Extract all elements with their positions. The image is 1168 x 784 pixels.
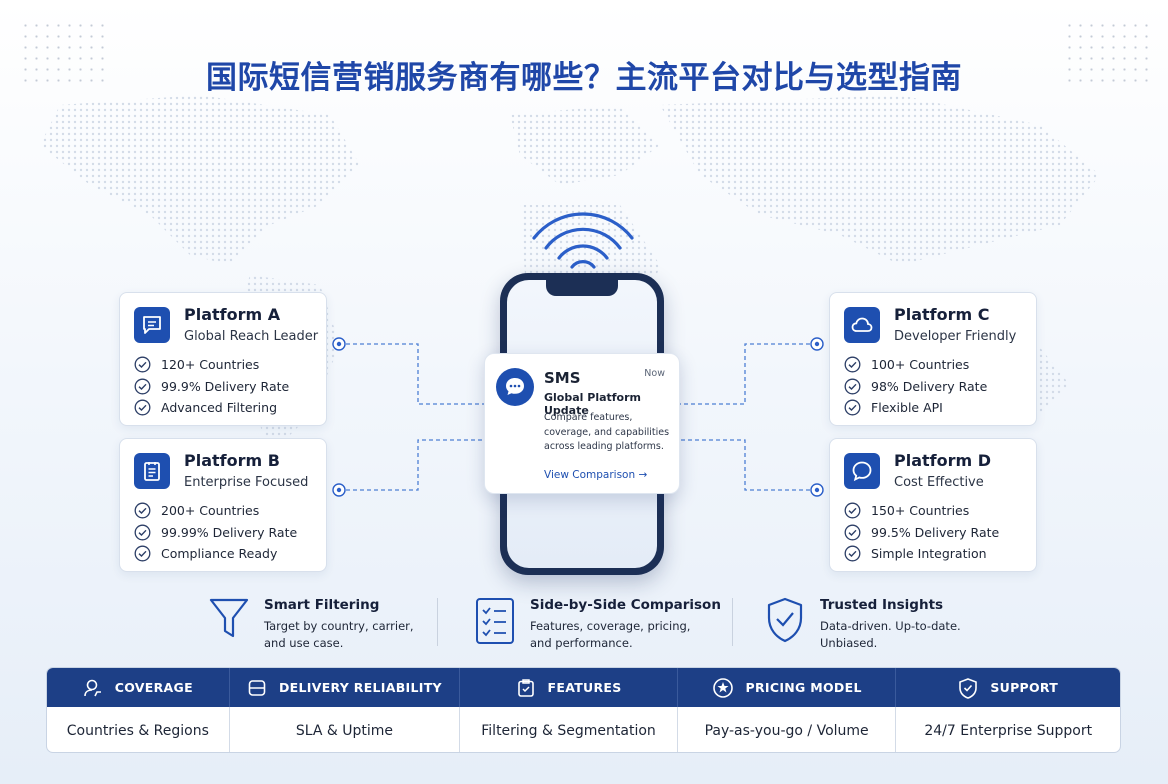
dot-pattern-left bbox=[20, 20, 110, 90]
sms-heading: Global Platform Update bbox=[544, 391, 641, 417]
table-header-coverage: COVERAGE bbox=[47, 668, 230, 707]
view-comparison-link[interactable]: View Comparison → bbox=[544, 469, 648, 481]
shield-check-icon bbox=[767, 597, 803, 643]
table-header-delivery: DELIVERY RELIABILITY bbox=[230, 668, 461, 707]
user-location-icon bbox=[83, 679, 101, 696]
feature-item: Flexible API bbox=[844, 397, 987, 419]
sms-time: Now bbox=[644, 368, 665, 379]
platform-subtitle: Enterprise Focused bbox=[184, 475, 309, 490]
platform-subtitle: Global Reach Leader bbox=[184, 329, 319, 344]
dot-pattern-right bbox=[1064, 20, 1154, 90]
platform-card-c[interactable]: Platform C Developer Friendly 100+ Count… bbox=[829, 292, 1037, 426]
check-circle-icon bbox=[134, 356, 151, 373]
feature-item: 150+ Countries bbox=[844, 500, 999, 522]
check-circle-icon bbox=[844, 399, 861, 416]
feature-item: 120+ Countries bbox=[134, 354, 289, 376]
page-title: 国际短信营销服务商有哪些？主流平台对比与选型指南 bbox=[206, 60, 962, 96]
feature-divider bbox=[437, 598, 438, 646]
sms-label: SMS bbox=[544, 369, 581, 387]
feature-item: Advanced Filtering bbox=[134, 397, 289, 419]
check-circle-icon bbox=[134, 502, 151, 519]
clipboard-icon bbox=[517, 678, 534, 697]
wireless-signal-icon bbox=[532, 212, 634, 269]
check-circle-icon bbox=[134, 524, 151, 541]
sms-notification-card[interactable]: SMS Now Global Platform Update Compare f… bbox=[484, 353, 680, 494]
check-circle-icon bbox=[844, 378, 861, 395]
table-cell: Countries & Regions bbox=[47, 707, 230, 752]
platform-name: Platform C bbox=[894, 305, 990, 324]
platform-card-d[interactable]: Platform D Cost Effective 150+ Countries… bbox=[829, 438, 1037, 572]
check-circle-icon bbox=[134, 545, 151, 562]
platform-card-a[interactable]: Platform A Global Reach Leader 120+ Coun… bbox=[119, 292, 327, 426]
feature-trusted-insights: Trusted Insights Data-driven. Up-to-date… bbox=[764, 596, 984, 656]
check-circle-icon bbox=[844, 356, 861, 373]
check-circle-icon bbox=[134, 378, 151, 395]
platform-subtitle: Developer Friendly bbox=[894, 329, 1017, 344]
cloud-icon bbox=[844, 307, 880, 343]
table-cell: Filtering & Segmentation bbox=[460, 707, 678, 752]
feature-item: 99.99% Delivery Rate bbox=[134, 522, 297, 544]
table-cell: 24/7 Enterprise Support bbox=[924, 722, 1093, 739]
feature-item: 100+ Countries bbox=[844, 354, 987, 376]
pricing-badge-icon bbox=[712, 677, 733, 698]
table-cell: Pay-as-you-go / Volume bbox=[678, 707, 897, 752]
table-row: Countries & Regions SLA & Uptime Filteri… bbox=[47, 707, 1120, 752]
shield-check-icon bbox=[959, 677, 978, 699]
feature-item: 200+ Countries bbox=[134, 500, 297, 522]
table-header-features: FEATURES bbox=[460, 668, 678, 707]
database-icon bbox=[248, 679, 266, 696]
table-header-support: SUPPORT bbox=[896, 668, 1120, 707]
document-list-icon bbox=[134, 453, 170, 489]
table-cell: SLA & Uptime bbox=[230, 707, 461, 752]
feature-item: Compliance Ready bbox=[134, 543, 297, 565]
check-circle-icon bbox=[844, 502, 861, 519]
check-circle-icon bbox=[844, 524, 861, 541]
feature-item: 99.9% Delivery Rate bbox=[134, 376, 289, 398]
check-circle-icon bbox=[844, 545, 861, 562]
feature-side-by-side: Side-by-Side Comparison Features, covera… bbox=[474, 596, 721, 656]
feature-smart-filtering: Smart Filtering Target by country, carri… bbox=[208, 596, 428, 656]
feature-item: 98% Delivery Rate bbox=[844, 376, 987, 398]
funnel-icon bbox=[209, 598, 249, 638]
platform-name: Platform B bbox=[184, 451, 280, 470]
platform-name: Platform D bbox=[894, 451, 992, 470]
sms-body: Compare features, coverage, and capabili… bbox=[544, 412, 670, 452]
sms-bubble-icon bbox=[496, 368, 534, 406]
feature-divider bbox=[732, 598, 733, 646]
message-square-icon bbox=[134, 307, 170, 343]
platform-name: Platform A bbox=[184, 305, 281, 324]
comparison-table: COVERAGE DELIVERY RELIABILITY FEATURES P… bbox=[46, 667, 1121, 753]
table-header-row: COVERAGE DELIVERY RELIABILITY FEATURES P… bbox=[47, 668, 1120, 707]
feature-item: 99.5% Delivery Rate bbox=[844, 522, 999, 544]
platform-card-b[interactable]: Platform B Enterprise Focused 200+ Count… bbox=[119, 438, 327, 572]
chat-bubble-icon bbox=[844, 453, 880, 489]
feature-item: Simple Integration bbox=[844, 543, 999, 565]
phone-notch bbox=[546, 280, 618, 296]
check-circle-icon bbox=[134, 399, 151, 416]
table-header-pricing: PRICING MODEL bbox=[678, 668, 897, 707]
platform-subtitle: Cost Effective bbox=[894, 475, 984, 490]
checklist-icon bbox=[476, 598, 514, 644]
